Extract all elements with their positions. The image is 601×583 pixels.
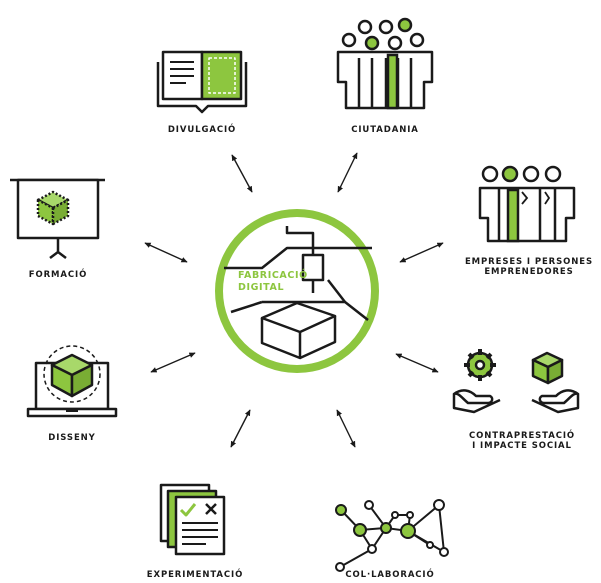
arrow-divulgacio <box>231 154 253 193</box>
checklist-icon <box>159 483 226 556</box>
arrow-experimentacio <box>230 409 251 448</box>
label-contraprestacio-line1: CONTRAPRESTACIÓ <box>468 431 576 441</box>
arrow-formacio <box>144 242 188 263</box>
connector-arrows <box>144 152 444 448</box>
arrow-ciutadania <box>337 152 358 193</box>
crowd-icon <box>336 17 434 110</box>
arrow-contraprestacio <box>395 353 439 373</box>
label-disseny: DISSENY <box>48 433 96 443</box>
label-empreses-line1: EMPRESES I PERSONES <box>464 257 594 267</box>
label-ciutadania: CIUTADANIA <box>351 125 419 135</box>
gear-icon <box>464 349 496 381</box>
hands-giving-icon <box>452 349 580 414</box>
label-col-laboracio: COL·LABORACIÓ <box>345 570 435 580</box>
arrow-col-laboracio <box>336 409 356 448</box>
cube-icon <box>531 351 564 385</box>
arrow-empreses <box>399 242 444 263</box>
3d-printer-icon <box>224 226 372 360</box>
center-title-line1: FABRICACIÓ <box>238 270 308 281</box>
center-title-line2: DIGITAL <box>238 282 285 293</box>
presentation-board-icon <box>10 178 105 259</box>
business-people-icon <box>478 165 576 243</box>
center-node <box>215 209 379 373</box>
network-icon <box>335 499 449 572</box>
label-formacio: FORMACIÓ <box>28 270 88 280</box>
arrow-disseny <box>150 352 196 373</box>
label-divulgacio: DIVULGACIÓ <box>167 125 237 135</box>
laptop-cube-icon <box>26 345 118 418</box>
open-book-icon <box>156 50 248 114</box>
label-contraprestacio-line2: I IMPACTE SOCIAL <box>472 441 572 451</box>
label-experimentacio: EXPERIMENTACIÓ <box>146 570 244 580</box>
label-empreses-line2: EMPRENEDORES <box>484 267 574 277</box>
